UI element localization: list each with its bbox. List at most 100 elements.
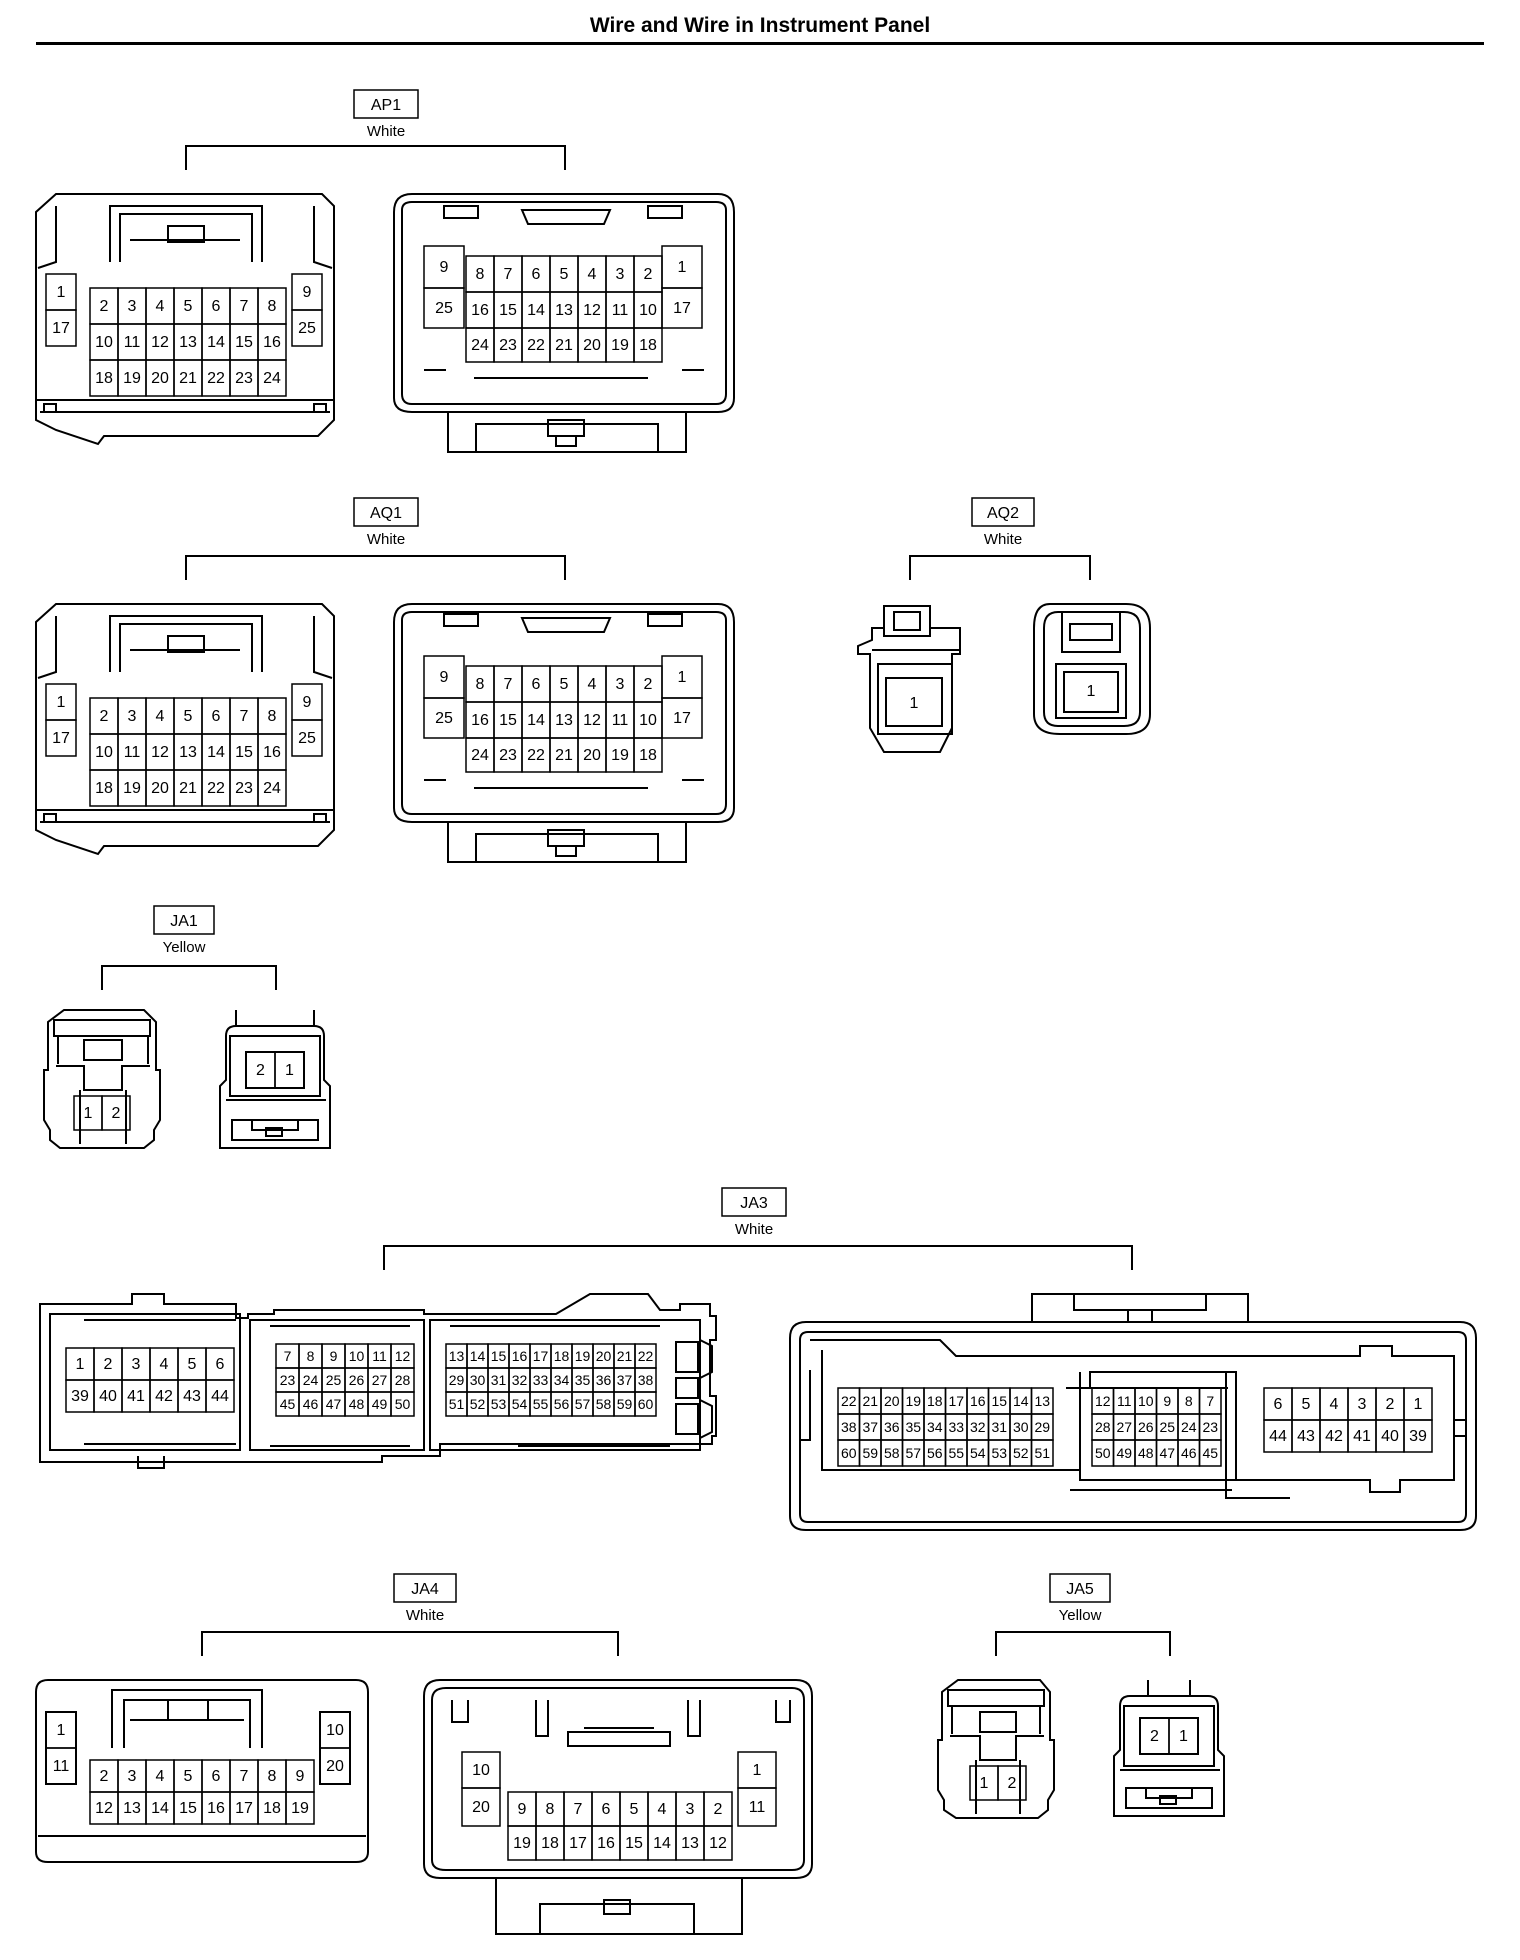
pin-JA4-female-5: 5 [184, 1768, 193, 1785]
svg-text:Yellow: Yellow [1059, 1607, 1102, 1624]
pin-JA3-female-9: 9 [330, 1348, 338, 1364]
pin-JA3-female-44: 44 [211, 1388, 229, 1405]
pin-cell [737, 1787, 777, 1827]
pin-JA3-male-33: 33 [948, 1419, 964, 1435]
pin-JA4-female-4: 4 [156, 1768, 165, 1785]
connector-AQ1-female: 1179252101831119412205132161422715238162… [35, 603, 335, 856]
pin-JA3-female-13: 13 [449, 1348, 465, 1364]
pin-JA4-male-2: 2 [714, 1801, 723, 1818]
pin-JA3-female-25: 25 [326, 1372, 342, 1388]
pin-JA3-female-20: 20 [596, 1348, 612, 1364]
pin-AQ1-male-3: 3 [616, 676, 625, 693]
title-rule [36, 42, 1484, 45]
pin-JA4-male-8: 8 [546, 1801, 555, 1818]
pin-JA3-male-12: 12 [1095, 1393, 1111, 1409]
pin-JA3-female-50: 50 [395, 1396, 411, 1412]
pin-JA3-female-60: 60 [638, 1396, 654, 1412]
pin-JA4-female-2: 2 [100, 1768, 109, 1785]
pin-cell [461, 1787, 501, 1827]
pin-cell [633, 737, 663, 773]
pin-AQ1-female-6: 6 [212, 708, 221, 725]
pin-AP1-male-11: 11 [612, 302, 629, 319]
pin-JA4-female-7: 7 [240, 1768, 249, 1785]
connector-label-JA3: JA3 White [721, 1187, 787, 1238]
pin-cell [205, 1379, 235, 1413]
pin-AP1-female-10: 10 [95, 334, 113, 351]
connector-AQ1: AQ1 White 117925210183111941220513216142… [35, 497, 735, 863]
pin-AP1-female-19: 19 [123, 370, 141, 387]
pin-JA3-male-25: 25 [1159, 1419, 1175, 1435]
pin-JA3-male-3: 3 [1358, 1396, 1367, 1413]
pin-JA3-female-56: 56 [554, 1396, 570, 1412]
pin-JA3-male-40: 40 [1381, 1428, 1399, 1445]
pin-AQ1-female-3: 3 [128, 708, 137, 725]
pin-JA3-male-50: 50 [1095, 1445, 1111, 1461]
pin-JA4-male-18: 18 [541, 1835, 559, 1852]
pin-AQ1-female-16: 16 [263, 744, 281, 761]
pin-JA3-female-6: 6 [216, 1356, 225, 1373]
pin-JA3-male-24: 24 [1181, 1419, 1197, 1435]
pin-AQ1-female-23: 23 [235, 780, 253, 797]
pin-cell [423, 287, 465, 329]
pin-AQ1-female-7: 7 [240, 708, 249, 725]
pin-AP1-female-7: 7 [240, 298, 249, 315]
pin-JA4-female-17: 17 [235, 1800, 253, 1817]
svg-text:White: White [735, 1221, 773, 1238]
pin-JA1-male-2: 2 [256, 1062, 265, 1079]
pin-JA3-male-47: 47 [1159, 1445, 1175, 1461]
pin-AQ1-male-13: 13 [555, 712, 573, 729]
pin-AP1-female-9: 9 [303, 284, 312, 301]
pin-JA3-male-60: 60 [841, 1445, 857, 1461]
pin-JA3-male-29: 29 [1034, 1419, 1050, 1435]
pin-AQ1-female-4: 4 [156, 708, 165, 725]
pin-JA3-male-2: 2 [1386, 1396, 1395, 1413]
pin-JA3-female-24: 24 [303, 1372, 319, 1388]
connector-label-AP1: AP1 White [353, 89, 419, 140]
pin-cell [274, 1051, 305, 1089]
pin-JA4-male-10: 10 [472, 1762, 490, 1779]
pin-AP1-female-24: 24 [263, 370, 281, 387]
pin-JA3-male-7: 7 [1206, 1393, 1214, 1409]
pin-AQ1-female-5: 5 [184, 708, 193, 725]
pin-AP1-female-2: 2 [100, 298, 109, 315]
connector-label-JA4: JA4 White [393, 1573, 457, 1624]
svg-text:White: White [406, 1607, 444, 1624]
pin-AQ1-male-14: 14 [527, 712, 545, 729]
svg-text:JA5: JA5 [1066, 1581, 1094, 1598]
pin-JA3-female-2: 2 [104, 1356, 113, 1373]
svg-text:JA1: JA1 [170, 913, 198, 930]
pin-AP1-male-14: 14 [527, 302, 545, 319]
pin-JA3-female-33: 33 [533, 1372, 549, 1388]
svg-text:Yellow: Yellow [163, 939, 206, 956]
pin-JA4-male-14: 14 [653, 1835, 671, 1852]
pin-AP1-male-1: 1 [678, 259, 687, 276]
connector-AP1-female: 1179252101831119412205132161422715238162… [35, 193, 335, 446]
pin-JA4-male-12: 12 [709, 1835, 727, 1852]
pin-JA3-female-29: 29 [449, 1372, 465, 1388]
pin-JA4-female-6: 6 [212, 1768, 221, 1785]
pin-cell [1030, 1439, 1054, 1467]
pin-cell [423, 697, 465, 739]
pin-JA4-male-13: 13 [681, 1835, 699, 1852]
pin-JA3-male-36: 36 [884, 1419, 900, 1435]
pin-JA3-female-23: 23 [280, 1372, 296, 1388]
pin-AQ1-male-24: 24 [471, 747, 489, 764]
pin-AP1-male-22: 22 [527, 337, 545, 354]
pin-AQ1-female-13: 13 [179, 744, 197, 761]
pin-JA3-female-18: 18 [554, 1348, 570, 1364]
bracket-JA1 [101, 965, 277, 990]
pin-AP1-female-1: 1 [57, 284, 66, 301]
pin-AQ1-male-21: 21 [555, 747, 573, 764]
pin-AP1-male-15: 15 [499, 302, 517, 319]
pin-AP1-female-23: 23 [235, 370, 253, 387]
pin-JA3-female-55: 55 [533, 1396, 549, 1412]
pin-JA3-female-26: 26 [349, 1372, 365, 1388]
pin-JA3-female-37: 37 [617, 1372, 633, 1388]
pin-AQ1-female-20: 20 [151, 780, 169, 797]
pin-JA3-female-15: 15 [491, 1348, 507, 1364]
pin-JA3-male-10: 10 [1138, 1393, 1154, 1409]
pin-JA4-female-10: 10 [326, 1722, 344, 1739]
pin-JA3-male-39: 39 [1409, 1428, 1427, 1445]
bracket-AQ1 [185, 555, 566, 580]
